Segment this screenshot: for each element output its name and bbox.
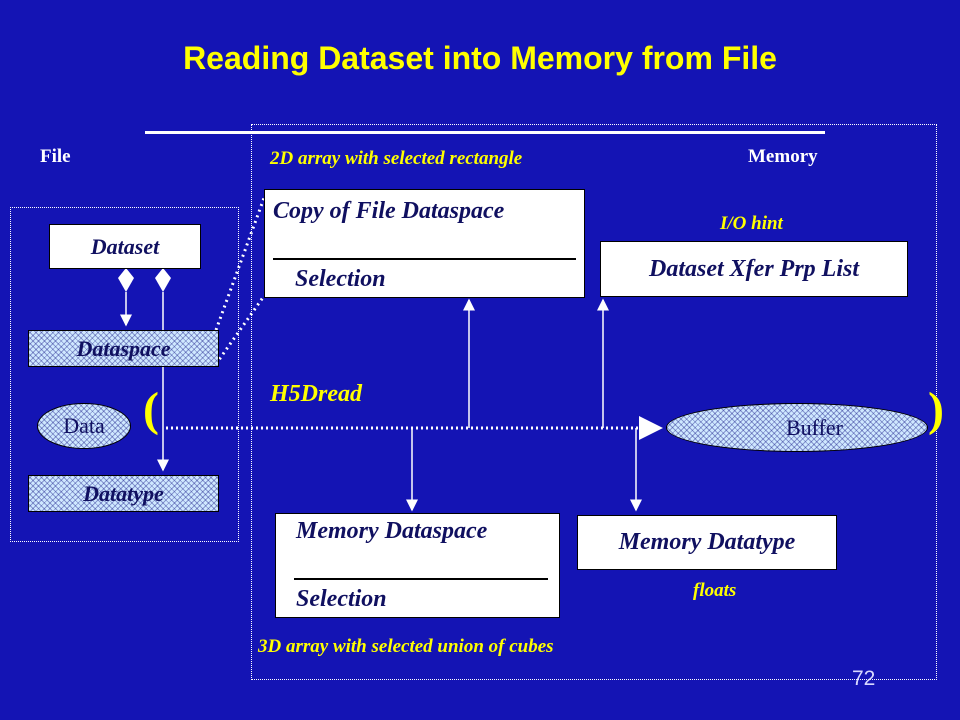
title-rule — [145, 131, 825, 134]
datatype-diamond — [155, 268, 171, 292]
buffer-label: Buffer — [785, 414, 843, 440]
copy-selection-label: Selection — [295, 266, 386, 292]
memory-label: Memory — [748, 146, 818, 167]
dataspace-label: Dataspace — [76, 335, 171, 361]
array3d-label: 3D array with selected union of cubes — [258, 636, 554, 657]
xfer-prp-list-label: Dataset Xfer Prp List — [649, 255, 859, 282]
array2d-label: 2D array with selected rectangle — [270, 148, 523, 169]
copy-dataspace-divider — [273, 258, 576, 260]
datatype-label: Datatype — [83, 480, 164, 506]
mem-selection-label: Selection — [296, 586, 387, 612]
io-hint-label: I/O hint — [720, 213, 783, 234]
datatype-box: Datatype — [28, 475, 219, 512]
memory-region — [251, 124, 937, 680]
floats-label: floats — [693, 580, 737, 601]
mem-datatype-box: Memory Datatype — [577, 515, 837, 570]
data-ellipse: Data — [37, 403, 131, 449]
dataspace-box: Dataspace — [28, 330, 219, 367]
data-label: Data — [63, 413, 105, 438]
copy-dataspace-label: Copy of File Dataspace — [273, 198, 505, 224]
page-number: 72 — [852, 667, 876, 690]
mem-dataspace-divider — [294, 578, 548, 580]
dataset-label: Dataset — [90, 233, 160, 259]
dataset-box: Dataset — [49, 224, 201, 269]
mem-dataspace-box: Memory Dataspace Selection — [275, 513, 560, 618]
file-label: File — [40, 146, 71, 167]
dataspace-diamond — [118, 268, 134, 292]
mem-dataspace-label: Memory Dataspace — [296, 518, 488, 544]
page-title: Reading Dataset into Memory from File — [183, 40, 777, 76]
close-paren: ) — [928, 383, 944, 436]
buffer-ellipse: Buffer — [666, 403, 928, 452]
file-region — [10, 207, 239, 542]
h5dread-label: H5Dread — [270, 381, 362, 407]
xfer-prp-list-box: Dataset Xfer Prp List — [600, 241, 908, 297]
mem-datatype-label: Memory Datatype — [618, 529, 796, 555]
copy-dataspace-box: Copy of File Dataspace Selection — [264, 189, 585, 298]
open-paren: ( — [143, 383, 159, 436]
projection-line-bottom — [214, 295, 266, 365]
projection-line-top — [214, 197, 266, 331]
